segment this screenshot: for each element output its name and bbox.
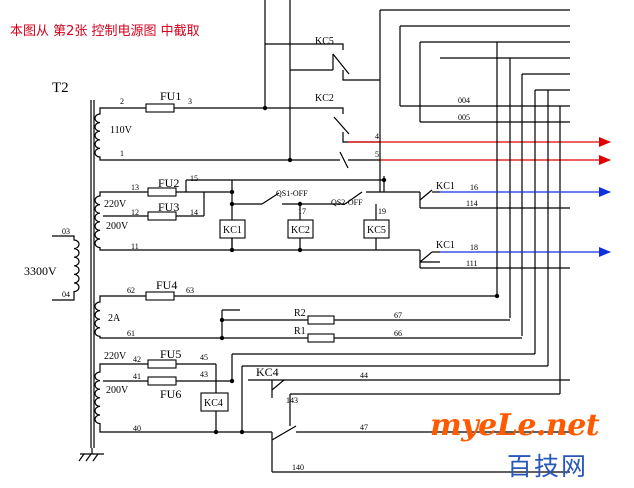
contact-kc1-upper — [419, 189, 570, 209]
terminal-04: 04 — [62, 290, 70, 299]
primary-voltage-label: 3300V — [24, 264, 57, 278]
transformer-core — [90, 100, 95, 448]
terminal-43: 43 — [200, 370, 208, 379]
winding-2a — [94, 295, 110, 339]
watermark-site: myeLe.net — [430, 408, 600, 443]
terminal-3: 3 — [188, 97, 192, 106]
node-143: 143 — [286, 396, 298, 405]
fuse-fu5-label: FU5 — [160, 347, 181, 361]
switch-qs1-label: QS1-OFF — [276, 189, 308, 198]
terminal-62: 62 — [127, 286, 135, 295]
node-47: 47 — [360, 423, 368, 432]
wire-2a-circuit — [110, 295, 522, 339]
coil-kc2 — [287, 219, 314, 239]
terminal-61: 61 — [127, 329, 135, 338]
wire-220v-circuit — [110, 176, 440, 263]
terminal-14: 14 — [190, 208, 198, 217]
fuse-fu1-label: FU1 — [160, 89, 181, 103]
fuse-fu4 — [145, 291, 175, 301]
node-66: 66 — [394, 329, 402, 338]
voltage-220v-lower: 220V — [104, 351, 127, 362]
watermark-brand: 百技网 — [507, 452, 589, 481]
node-114: 114 — [466, 199, 478, 208]
contact-kc2-label: KC2 — [315, 93, 334, 104]
resistor-r2 — [307, 315, 335, 325]
node-67: 67 — [394, 311, 402, 320]
contact-kc5-label: KC5 — [315, 36, 334, 47]
contact-kc1-lower-label: KC1 — [436, 240, 455, 251]
node-5: 5 — [375, 150, 379, 159]
node-18: 18 — [470, 243, 478, 252]
transformer-label: T2 — [52, 80, 69, 96]
terminal-15: 15 — [190, 174, 198, 183]
fuse-fu3 — [147, 211, 177, 221]
voltage-110v: 110V — [110, 125, 133, 136]
ground-symbol — [78, 448, 104, 462]
terminal-63: 63 — [186, 286, 194, 295]
fuse-fu1 — [145, 103, 175, 113]
winding-110v — [94, 107, 110, 161]
terminal-40: 40 — [133, 424, 141, 433]
right-bus-wires — [379, 9, 570, 394]
node-16: 16 — [470, 183, 478, 192]
terminal-1: 1 — [120, 149, 124, 158]
contact-kc4-label: KC4 — [256, 365, 279, 379]
coil-kc2-label: KC2 — [291, 225, 310, 236]
coil-kc1 — [219, 219, 246, 239]
winding-220v-lower — [94, 363, 148, 433]
node-19: 19 — [378, 207, 386, 216]
terminal-13: 13 — [131, 183, 139, 192]
fuse-fu6-label: FU6 — [160, 387, 181, 401]
fuse-fu2-label: FU2 — [158, 176, 179, 190]
resistor-r1 — [307, 333, 335, 343]
contact-kc2 — [333, 107, 380, 143]
switch-qs2 — [344, 191, 363, 205]
resistor-r1-label: R1 — [294, 326, 306, 337]
terminal-42: 42 — [133, 355, 141, 364]
terminal-41: 41 — [133, 372, 141, 381]
voltage-200v-upper: 200V — [106, 221, 129, 232]
source-caption: 本图从 第2张 控制电源图 中截取 — [10, 24, 200, 39]
coil-kc4-label: KC4 — [204, 398, 223, 409]
contact-kc1-upper-label: KC1 — [436, 181, 455, 192]
fuse-fu2 — [147, 187, 177, 197]
node-17: 17 — [298, 207, 306, 216]
contact-kc1-lower — [419, 251, 570, 269]
wire-110v-line — [110, 0, 340, 161]
node-005: 005 — [458, 113, 470, 122]
voltage-200v-lower: 200V — [106, 385, 129, 396]
node-44: 44 — [360, 371, 368, 380]
fuse-fu5 — [147, 359, 177, 369]
node-140: 140 — [292, 463, 304, 472]
terminal-03: 03 — [62, 227, 70, 236]
node-4: 4 — [375, 132, 379, 141]
terminal-2: 2 — [120, 97, 124, 106]
coil-kc5-label: KC5 — [367, 225, 386, 236]
terminal-45: 45 — [200, 353, 208, 362]
resistor-r2-label: R2 — [294, 308, 306, 319]
fuse-fu4-label: FU4 — [156, 278, 177, 292]
fuse-fu3-label: FU3 — [158, 200, 179, 214]
switch-qs2-label: QS2-OFF — [331, 198, 363, 207]
terminal-12: 12 — [131, 208, 139, 217]
coil-kc5 — [363, 219, 390, 239]
primary-winding — [52, 235, 80, 301]
fuse-fu6 — [147, 376, 177, 386]
coil-kc1-label: KC1 — [223, 225, 242, 236]
contact-kc4 — [271, 379, 297, 441]
wire-lower-220v-circuit — [110, 353, 570, 473]
node-004: 004 — [458, 96, 470, 105]
voltage-220v-upper: 220V — [104, 199, 127, 210]
switch-qs1 — [261, 192, 280, 205]
contact-line-5 — [339, 151, 380, 169]
contact-kc5 — [332, 43, 380, 81]
terminal-11: 11 — [131, 242, 139, 251]
coil-kc4 — [200, 392, 229, 412]
current-2a: 2A — [108, 313, 121, 324]
winding-220v-upper — [94, 191, 148, 251]
node-111: 111 — [466, 259, 477, 268]
